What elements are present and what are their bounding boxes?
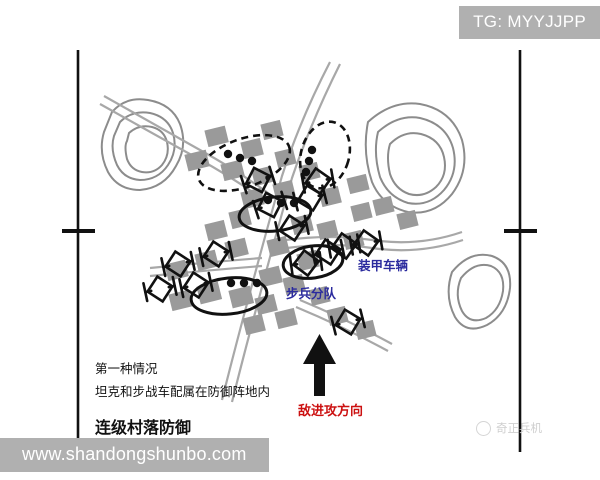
label-infantry-unit: 步兵分队	[286, 286, 337, 301]
watermark-bottom-left: www.shandongshunbo.com	[0, 438, 269, 472]
solid-position-left-village	[189, 276, 269, 316]
infantry-dots	[223, 145, 317, 288]
diagram-title: 连级村落防御	[95, 414, 192, 441]
enemy-attack-arrow	[303, 334, 336, 396]
case-line-1: 第一种情况	[95, 361, 158, 376]
terrain-contour-lower-right	[447, 253, 512, 330]
terrain-contour-right	[364, 102, 466, 214]
watermark-top-right: TG: MYYJJPP	[459, 6, 600, 39]
village-buildings	[164, 119, 419, 340]
frame-borders	[76, 50, 522, 452]
dashed-position-upper-left	[196, 133, 292, 193]
case-line-2: 坦克和步战车配属在防御阵地内	[95, 384, 271, 399]
label-enemy-attack-direction: 敌进攻方向	[298, 404, 364, 419]
credit-block: 奇正兵机	[476, 420, 542, 436]
tank-symbols	[142, 165, 384, 337]
wechat-icon	[476, 420, 491, 436]
credit-text: 奇正兵机	[496, 421, 542, 435]
terrain-contour-left	[100, 98, 185, 192]
label-armored-vehicles: 装甲车辆	[358, 258, 409, 273]
dashed-position-upper-right	[298, 120, 352, 190]
